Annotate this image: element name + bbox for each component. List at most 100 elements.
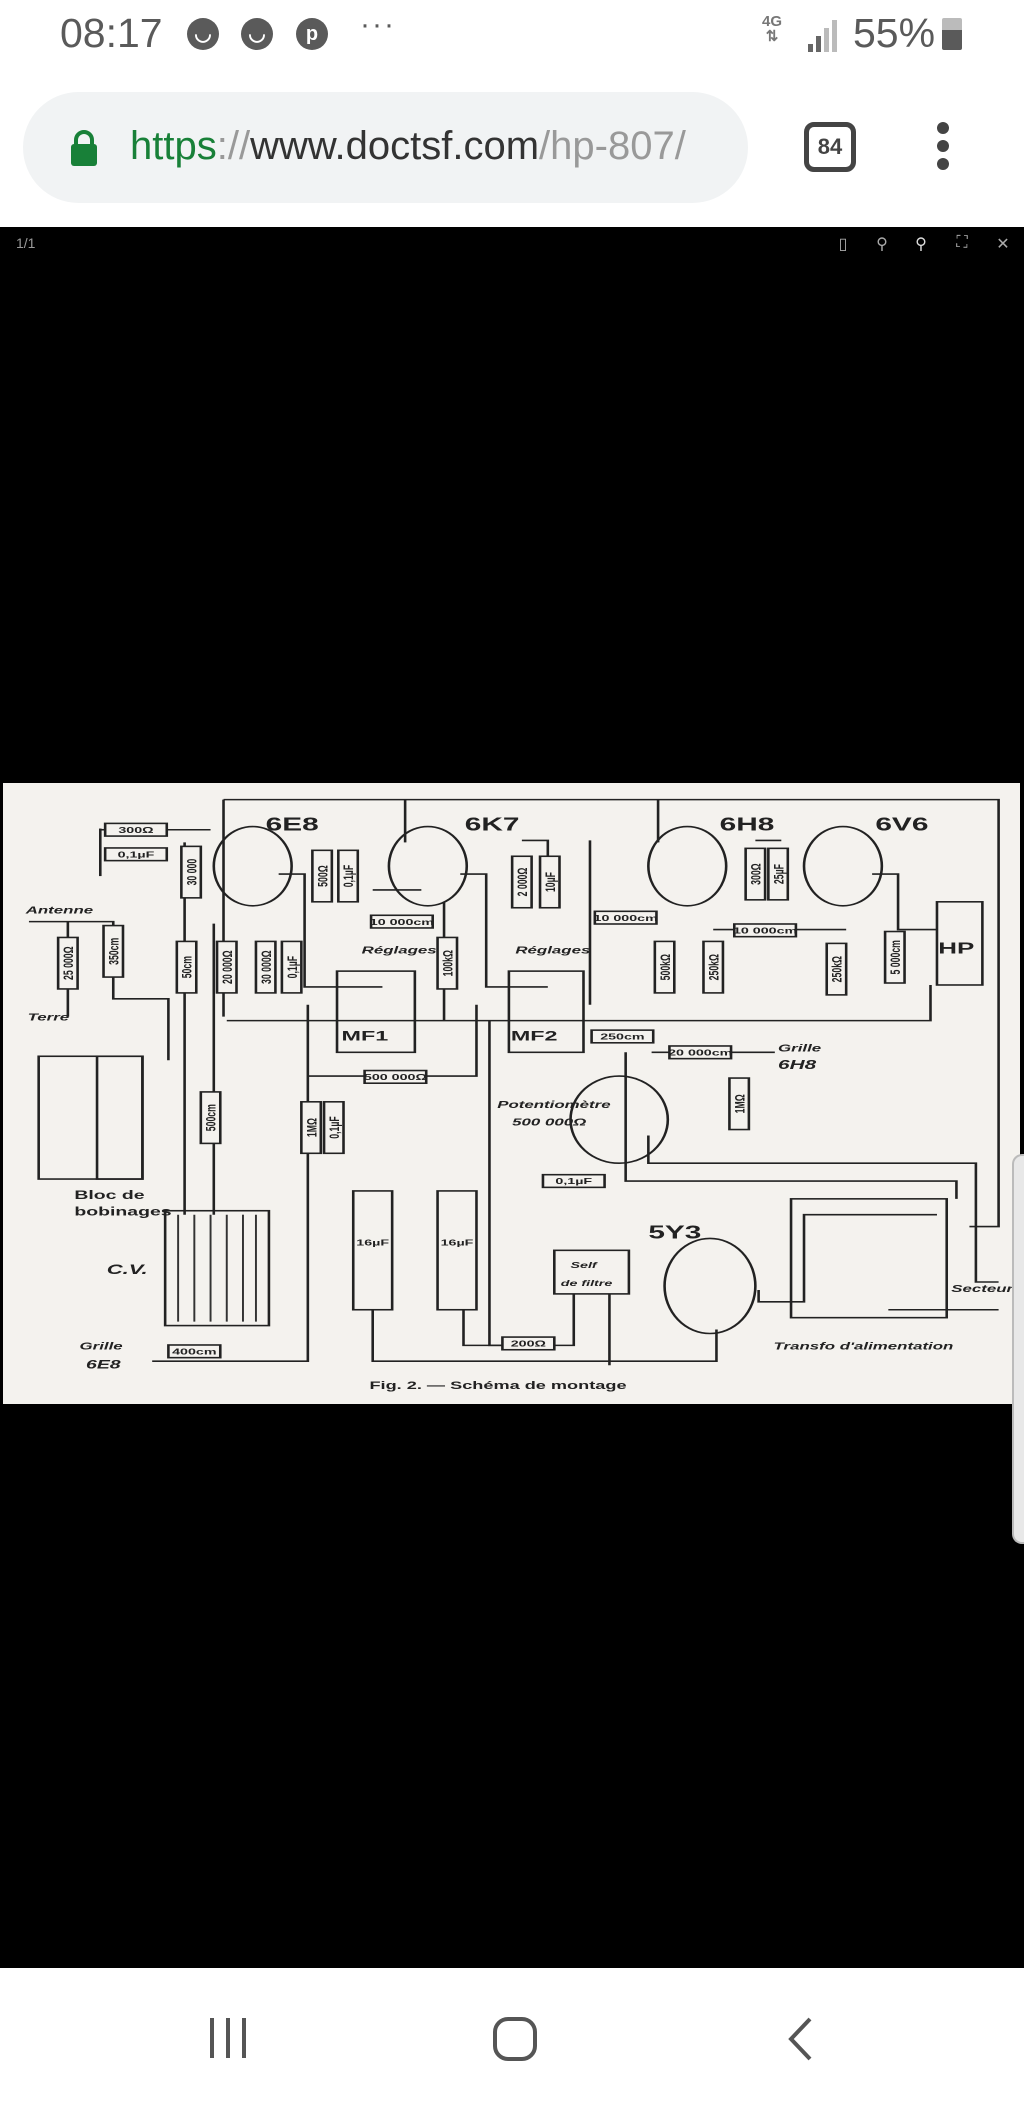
label-secteur: Secteur [951, 1282, 1015, 1294]
component-value-label: 5 000cm [887, 940, 904, 974]
tube-label-6v6: 6V6 [875, 815, 928, 835]
url-path: /hp-807/ [539, 124, 686, 168]
fit-page-icon[interactable]: ▯ [838, 236, 848, 253]
component-value-label: 50cm [178, 956, 195, 978]
component-value-label: 30 000 [183, 858, 200, 885]
zoom-in-icon[interactable]: ⚲ [915, 236, 927, 253]
resistor-vertical [102, 924, 125, 978]
component-value-label: 500kΩ [656, 954, 673, 980]
component-value-label: 20 000Ω [219, 950, 236, 984]
resistor-vertical [254, 940, 277, 994]
component-horizontal [103, 822, 169, 837]
resistor-vertical [300, 1101, 323, 1155]
wires [28, 798, 1000, 1366]
label-cv: C.V. [107, 1262, 148, 1277]
component-value-label: 0,1µF [340, 865, 357, 887]
component-value-label: 400cm [172, 1346, 216, 1356]
messenger-icon: ◡ [187, 18, 219, 50]
resistor-vertical [180, 845, 203, 899]
url-text[interactable]: https://www.doctsf.com/hp-807/ [130, 124, 740, 169]
tube-label-6h8: 6H8 [720, 815, 775, 835]
label-de-filtre: de filtre [561, 1278, 613, 1288]
clock: 08:17 [60, 10, 163, 56]
variable-capacitor-plates [177, 1214, 257, 1322]
resistor-vertical [538, 855, 561, 909]
home-button[interactable] [492, 2016, 538, 2062]
component-value-label: 20 000cm [668, 1047, 732, 1057]
component-value-label: 25 000Ω [60, 946, 77, 980]
component-value-label: 200Ω [511, 1338, 546, 1348]
component-horizontal [732, 923, 798, 938]
resistor-vertical [825, 942, 848, 996]
back-button[interactable] [786, 2016, 816, 2062]
resistor-vertical [199, 1091, 222, 1145]
component-value-label: 0,1µF [326, 1116, 343, 1138]
component-value-label: 500cm [202, 1104, 219, 1131]
resistor-vertical [280, 940, 303, 994]
label-bobinages: bobinages [74, 1205, 171, 1218]
close-icon[interactable]: ✕ [996, 236, 1010, 253]
resistor-vertical [883, 930, 906, 984]
resistor-vertical [744, 847, 767, 901]
component-value-label: 1MΩ [303, 1118, 320, 1137]
address-bar[interactable] [23, 92, 748, 203]
label-transfo: Transfo d'alimentation [774, 1340, 954, 1352]
navigation-bar [0, 1968, 1024, 2105]
component-value-label: 0,1µF [555, 1176, 592, 1186]
pinterest-icon: p [296, 18, 328, 50]
label-self: Self [571, 1260, 598, 1270]
resistor-vertical [322, 1101, 345, 1155]
tab-switcher-button[interactable]: 84 [804, 122, 856, 172]
component-horizontal [369, 914, 434, 929]
url-scheme: https [130, 124, 217, 168]
fullscreen-icon[interactable]: ⛶ [956, 234, 968, 251]
page-indicator: 1/1 [16, 235, 36, 251]
resistor-vertical [215, 940, 238, 994]
more-notifications-icon: ··· [360, 8, 396, 41]
side-scroll-handle[interactable] [1012, 1154, 1024, 1544]
resistor-vertical [436, 936, 459, 990]
battery-icon [942, 18, 962, 50]
recent-apps-button[interactable] [207, 2018, 251, 2058]
label-reglages-1: Réglages [362, 944, 437, 956]
component-value-label: 2 000Ω [514, 868, 531, 897]
component-value-label: 0,1µF [284, 956, 301, 978]
component-horizontal [103, 847, 169, 862]
battery-percent: 55% [853, 10, 936, 56]
resistor-vertical [175, 940, 198, 994]
zoom-out-icon[interactable]: ⚲ [876, 236, 888, 253]
url-separator: :// [216, 124, 251, 168]
label-antenne: Antenne [24, 904, 93, 916]
component-value-label: 300Ω [747, 863, 764, 885]
resistor-vertical [311, 849, 334, 903]
label-mf1: MF1 [342, 1028, 389, 1044]
label-mf2: MF2 [511, 1028, 558, 1044]
component-value-label: 25µF [770, 864, 787, 884]
component-horizontal [668, 1045, 733, 1060]
component-horizontal [167, 1344, 222, 1359]
resistor-vertical [337, 849, 360, 903]
component-value-label: 250kΩ [705, 954, 722, 980]
label-grille-6h8: Grille [778, 1042, 821, 1054]
label-reglages-2: Réglages [515, 944, 590, 956]
browser-menu-button[interactable] [937, 122, 951, 176]
component-value-label: 0,1µF [118, 849, 155, 859]
resistor-vertical [653, 940, 676, 994]
component-value-label: 500 000Ω [364, 1072, 427, 1082]
resistor-vertical [510, 855, 533, 909]
url-host: www.doctsf.com [250, 124, 540, 168]
label-grille-6h8-tube: 6H8 [778, 1057, 817, 1072]
component-value-label: 16µF [441, 1237, 474, 1247]
component-horizontal [593, 910, 658, 925]
component-value-label: 500Ω [314, 865, 331, 887]
component-value-label: 10 000cm [594, 913, 658, 923]
status-bar: 08:17 ◡ ◡ p ··· 4G⇅ 55% [0, 0, 1024, 80]
component-value-label: 10 000cm [370, 917, 434, 927]
component-value-label: 250kΩ [828, 956, 845, 982]
tube-label-6k7: 6K7 [465, 815, 520, 835]
label-hp: HP [938, 939, 974, 957]
component-value-label: 350cm [105, 938, 122, 965]
resistor-vertical [56, 936, 79, 990]
network-type: 4G⇅ [762, 13, 783, 45]
